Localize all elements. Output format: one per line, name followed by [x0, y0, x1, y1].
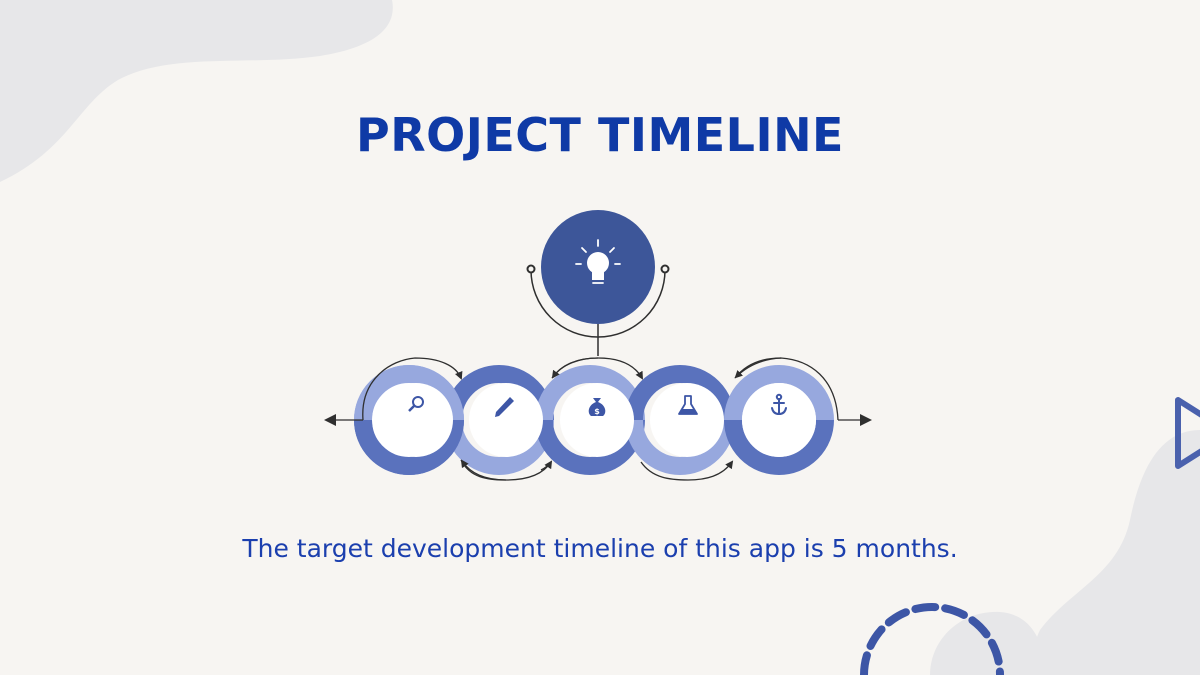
anchor-icon	[771, 393, 787, 416]
arrow-top-4-5-head	[734, 357, 782, 379]
ring-5-top	[724, 365, 834, 421]
bottom-right-blob	[1034, 430, 1200, 675]
ring-4-top	[625, 365, 735, 421]
ring-1-inner	[379, 383, 453, 457]
bottom-right-blob-2	[930, 611, 1045, 675]
hub-connector-dot-left	[526, 264, 536, 274]
hub-connector-dot-right	[660, 264, 670, 274]
play-triangle-outline	[1175, 397, 1200, 469]
hub-connector	[530, 269, 666, 356]
svg-text:$: $	[594, 407, 600, 416]
arrow-top-2-3-start	[551, 357, 599, 379]
ring-1-top-front	[354, 365, 464, 421]
top-left-blob	[0, 0, 393, 182]
dashed-circle-decoration	[860, 603, 1004, 675]
ring-1-bottom-front	[354, 419, 464, 475]
ring-4-bottom	[625, 419, 735, 475]
arrow-start-left	[362, 357, 463, 421]
ring-5-bottom	[724, 419, 834, 475]
money-bag-icon: $	[588, 398, 606, 416]
page-title: PROJECT TIMELINE	[356, 108, 844, 162]
timeline-caption: The target development timeline of this …	[242, 534, 958, 563]
arrow-bottom-back-1	[460, 459, 507, 481]
lightbulb-icon	[575, 239, 621, 284]
pencil-icon	[495, 397, 514, 417]
arrow-top-4-5	[734, 357, 839, 421]
search-icon	[408, 396, 424, 412]
arrow-bottom-1-2-back	[540, 461, 552, 471]
arrow-bottom-3-4	[640, 460, 734, 481]
flask-icon	[678, 395, 698, 415]
